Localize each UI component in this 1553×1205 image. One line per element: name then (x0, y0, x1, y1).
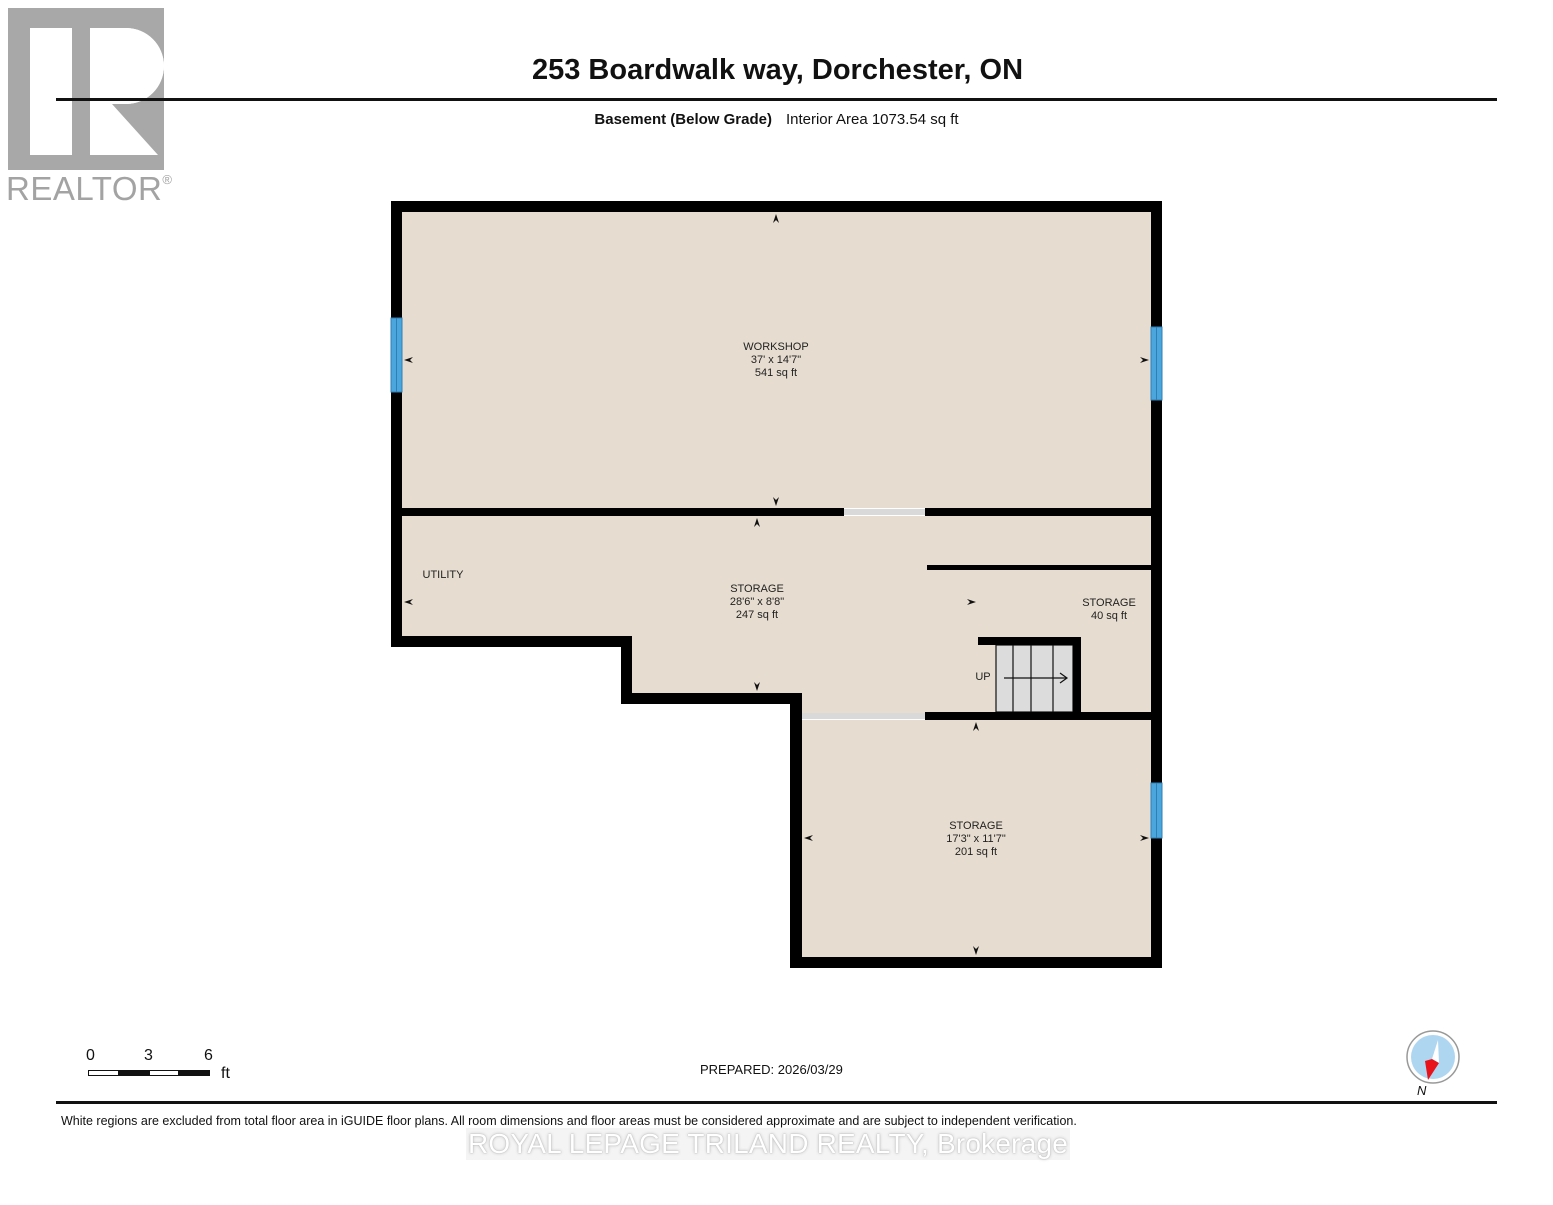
prepared-date: PREPARED: 2026/03/29 (700, 1062, 843, 1077)
brokerage-watermark: ROYAL LEPAGE TRILAND REALTY, Brokerage (466, 1128, 1070, 1160)
floor-subtitle: Basement (Below Grade) Interior Area 1073… (0, 111, 1553, 128)
walls (391, 201, 1162, 968)
stairs (995, 644, 1074, 713)
room-label-storage-main: STORAGE 28'6" x 8'8" 247 sq ft (729, 583, 785, 621)
room-label-storage-small: STORAGE 40 sq ft (1082, 597, 1136, 622)
header-divider (56, 98, 1497, 101)
north-compass-icon: N (1405, 1030, 1461, 1100)
realtor-logo-text: REALTOR® (6, 170, 173, 207)
scale-tick-0: 0 (86, 1047, 95, 1064)
room-label-workshop: WORKSHOP 37' x 14'7" 541 sq ft (743, 341, 809, 379)
compass-north-label: N (1417, 1083, 1427, 1098)
room-label-utility: UTILITY (422, 569, 464, 581)
scale-tick-6: 6 (204, 1047, 213, 1064)
interior-area-label: Interior Area 1073.54 sq ft (785, 111, 959, 128)
dimension-markers (404, 214, 1149, 955)
room-label-storage-lower: STORAGE 17'3" x 11'7" 201 sq ft (946, 820, 1006, 858)
scale-segment (118, 1070, 150, 1076)
scale-segment (88, 1070, 119, 1076)
scale-unit: ft (221, 1065, 230, 1082)
door-openings (802, 509, 925, 719)
scale-segment (178, 1070, 210, 1076)
realtor-r-logo-icon (8, 8, 164, 170)
floor-level-label: Basement (Below Grade) (594, 111, 772, 128)
page-title: 253 Boardwalk way, Dorchester, ON (531, 54, 1024, 86)
stairs-up-label: UP (975, 671, 991, 683)
disclaimer-text: White regions are excluded from total fl… (61, 1114, 1077, 1128)
windows (390, 317, 1163, 839)
footer-divider (56, 1101, 1497, 1104)
scale-segment (149, 1070, 179, 1076)
scale-tick-3: 3 (144, 1047, 153, 1064)
